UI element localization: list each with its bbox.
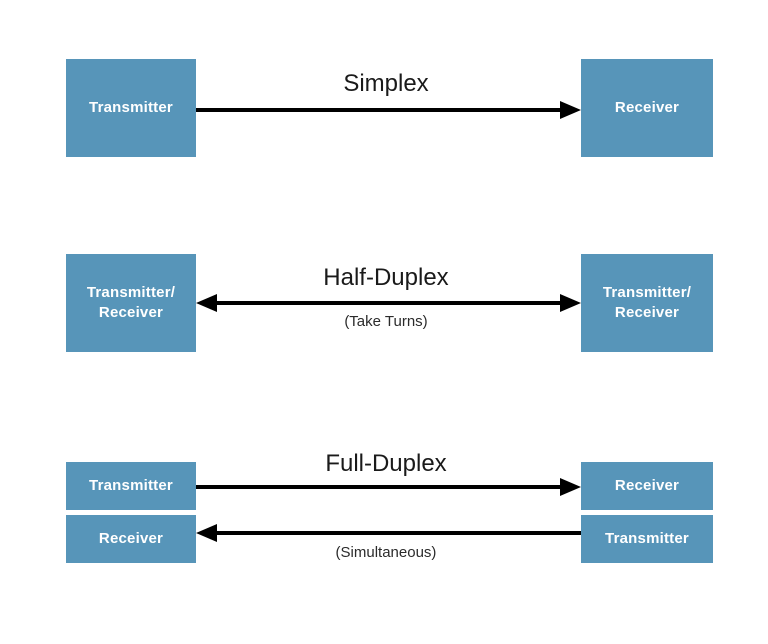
half-duplex-arrow-bidirectional bbox=[196, 293, 581, 313]
half-duplex-right-label-line2: Receiver bbox=[614, 304, 680, 321]
simplex-title: Simplex bbox=[343, 70, 429, 97]
full-duplex-right-receiver-label: Receiver bbox=[614, 476, 680, 494]
simplex-receiver-label: Receiver bbox=[614, 98, 680, 116]
full-duplex-left-transmitter-box: Transmitter bbox=[66, 462, 196, 510]
full-duplex-left-receiver-box: Receiver bbox=[66, 515, 196, 563]
full-duplex-left-transmitter-label: Transmitter bbox=[89, 476, 173, 494]
full-duplex-subtitle: (Simultaneous) bbox=[335, 544, 437, 561]
half-duplex-right-box: Transmitter/ Receiver bbox=[581, 254, 713, 352]
simplex-arrow-right bbox=[196, 100, 581, 120]
simplex-transmitter-box: Transmitter bbox=[66, 59, 196, 157]
full-duplex-right-transmitter-label: Transmitter bbox=[605, 529, 689, 547]
half-duplex-left-label-line2: Receiver bbox=[98, 304, 164, 321]
half-duplex-title: Half-Duplex bbox=[323, 264, 449, 291]
full-duplex-right-receiver-box: Receiver bbox=[581, 462, 713, 510]
full-duplex-left-receiver-label: Receiver bbox=[98, 529, 164, 547]
half-duplex-subtitle: (Take Turns) bbox=[344, 313, 428, 330]
half-duplex-left-label-line1: Transmitter/ bbox=[86, 283, 176, 301]
half-duplex-left-box: Transmitter/ Receiver bbox=[66, 254, 196, 352]
full-duplex-right-transmitter-box: Transmitter bbox=[581, 515, 713, 563]
half-duplex-right-label-line1: Transmitter/ bbox=[602, 283, 692, 301]
simplex-transmitter-label: Transmitter bbox=[89, 98, 173, 116]
simplex-receiver-box: Receiver bbox=[581, 59, 713, 157]
full-duplex-arrow-left bbox=[196, 523, 581, 543]
full-duplex-title: Full-Duplex bbox=[325, 450, 447, 477]
full-duplex-arrow-right bbox=[196, 477, 581, 497]
